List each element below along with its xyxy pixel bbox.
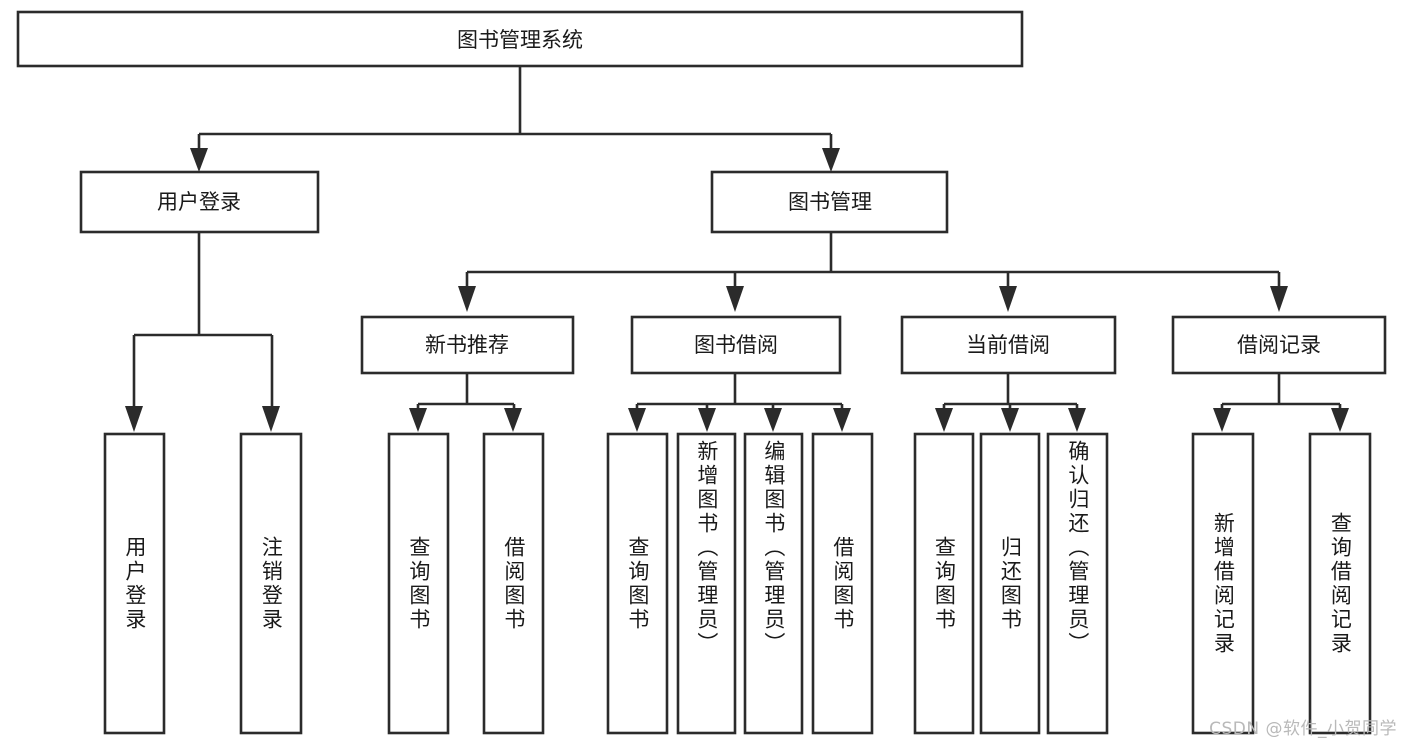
edge-user-login-bus — [132, 232, 274, 410]
arrow-to-leaf-6 — [698, 408, 716, 432]
node-leaf-13-box[interactable] — [1308, 432, 1372, 735]
edge-new-book-rec-bus — [416, 373, 516, 412]
node-root-box[interactable] — [16, 10, 1024, 68]
arrow-to-leaf-13 — [1331, 408, 1349, 432]
node-borrow-record-box[interactable] — [1171, 315, 1387, 375]
node-leaf-10-box[interactable] — [979, 432, 1041, 735]
node-book-manage-label: 图书管理 — [788, 190, 872, 214]
node-book-borrow[interactable]: 图书借阅 — [630, 315, 842, 375]
node-current-borrow-label: 当前借阅 — [966, 333, 1050, 357]
arrow-to-leaf-12 — [1213, 408, 1231, 432]
node-leaf-8-box[interactable] — [811, 432, 874, 735]
node-leaf-6-box[interactable] — [676, 432, 737, 735]
node-book-manage[interactable]: 图书管理 — [710, 170, 949, 234]
node-leaf-12-box[interactable] — [1191, 432, 1255, 735]
node-borrow-record-label: 借阅记录 — [1237, 333, 1321, 357]
leaf-box-layer — [103, 432, 1372, 735]
node-user-login-box[interactable] — [79, 170, 320, 234]
arrow-to-leaf-1 — [125, 406, 143, 432]
node-current-borrow[interactable]: 当前借阅 — [900, 315, 1117, 375]
node-new-book-rec-label: 新书推荐 — [425, 333, 509, 357]
node-leaf-9-box[interactable] — [913, 432, 975, 735]
node-root-label: 图书管理系统 — [457, 28, 583, 52]
arrow-to-leaf-3 — [409, 408, 427, 432]
node-book-manage-box[interactable] — [710, 170, 949, 234]
arrow-to-leaf-5 — [628, 408, 646, 432]
node-leaf-5-box[interactable] — [606, 432, 669, 735]
edge-root-to-level2 — [197, 66, 833, 152]
arrow-to-book-borrow — [726, 286, 744, 312]
arrow-to-user-login — [190, 148, 208, 172]
node-leaf-7-box[interactable] — [743, 432, 804, 735]
node-current-borrow-box[interactable] — [900, 315, 1117, 375]
connector-layer — [125, 66, 1349, 432]
arrow-to-leaf-9 — [935, 408, 953, 432]
arrow-to-leaf-8 — [833, 408, 851, 432]
node-book-borrow-label: 图书借阅 — [694, 333, 778, 357]
arrow-to-new-book-rec — [458, 286, 476, 312]
arrow-to-leaf-7 — [764, 408, 782, 432]
node-new-book-rec-box[interactable] — [360, 315, 575, 375]
arrow-to-leaf-4 — [504, 408, 522, 432]
arrow-to-leaf-2 — [262, 406, 280, 432]
node-new-book-rec[interactable]: 新书推荐 — [360, 315, 575, 375]
node-borrow-record[interactable]: 借阅记录 — [1171, 315, 1387, 375]
arrow-to-current-borrow — [999, 286, 1017, 312]
arrow-to-leaf-10 — [1001, 408, 1019, 432]
node-book-borrow-box[interactable] — [630, 315, 842, 375]
node-root[interactable]: 图书管理系统 — [16, 10, 1024, 68]
node-leaf-1-box[interactable] — [103, 432, 166, 735]
arrow-to-borrow-record — [1270, 286, 1288, 312]
edge-book-manage-bus — [465, 232, 1281, 290]
edge-borrow-record-bus — [1220, 373, 1342, 412]
node-leaf-2-box[interactable] — [239, 432, 303, 735]
edge-current-borrow-bus — [942, 373, 1079, 412]
node-leaf-3-box[interactable] — [387, 432, 450, 735]
node-user-login[interactable]: 用户登录 — [79, 170, 320, 234]
edge-book-borrow-bus — [635, 373, 844, 412]
node-user-login-label: 用户登录 — [157, 190, 241, 214]
node-leaf-11-box[interactable] — [1046, 432, 1109, 735]
node-leaf-4-box[interactable] — [482, 432, 545, 735]
arrow-to-leaf-11 — [1068, 408, 1086, 432]
arrow-to-book-manage — [822, 148, 840, 172]
